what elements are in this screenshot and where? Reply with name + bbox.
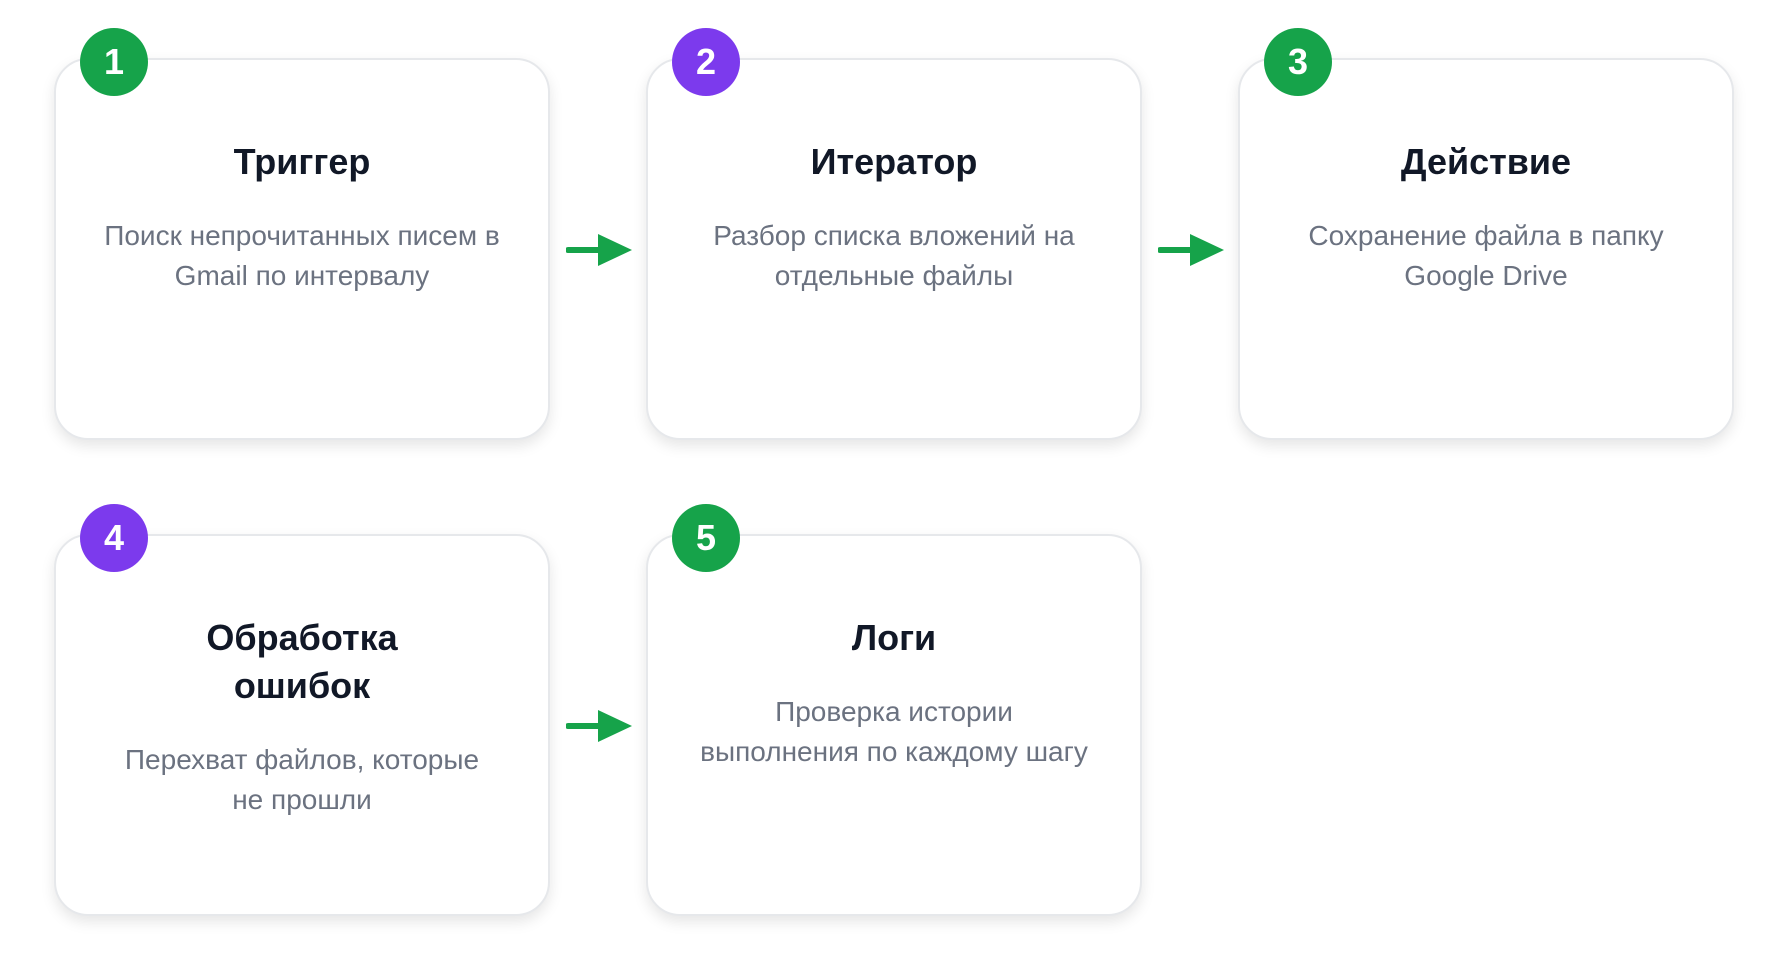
step-title: Действие bbox=[1400, 141, 1572, 182]
step-card-4: 4 Обработка ошибок Перехват файлов, кото… bbox=[54, 504, 550, 916]
step-number-badge: 3 bbox=[1264, 28, 1332, 96]
step-description: Разбор списка вложений на отдельные файл… bbox=[713, 220, 1075, 291]
step-card-2: 2 Итератор Разбор списка вложений на отд… bbox=[646, 28, 1142, 440]
step-description: Проверка истории выполнения по каждому ш… bbox=[700, 696, 1088, 767]
step-card-5: 5 Логи Проверка истории выполнения по ка… bbox=[646, 504, 1142, 916]
step-number-badge: 1 bbox=[80, 28, 148, 96]
step-title: Итератор bbox=[810, 141, 978, 182]
step-card-1: 1 Триггер Поиск непрочитанных писем в Gm… bbox=[54, 28, 550, 440]
step-title: Обработка ошибок bbox=[206, 617, 398, 706]
step-card-3: 3 Действие Сохранение файла в папку Goog… bbox=[1238, 28, 1734, 440]
step-description: Перехват файлов, которые не прошли bbox=[124, 744, 480, 815]
step-number-badge: 5 bbox=[672, 504, 740, 572]
step-title: Логи bbox=[851, 617, 937, 658]
step-number-badge: 2 bbox=[672, 28, 740, 96]
step-description: Поиск непрочитанных писем в Gmail по инт… bbox=[104, 220, 500, 291]
step-description: Сохранение файла в папку Google Drive bbox=[1308, 220, 1664, 291]
step-number-badge: 4 bbox=[80, 504, 148, 572]
arrow-right-icon bbox=[566, 234, 632, 266]
arrow-right-icon bbox=[566, 710, 632, 742]
step-title: Триггер bbox=[233, 141, 371, 182]
arrow-right-icon bbox=[1158, 234, 1224, 266]
